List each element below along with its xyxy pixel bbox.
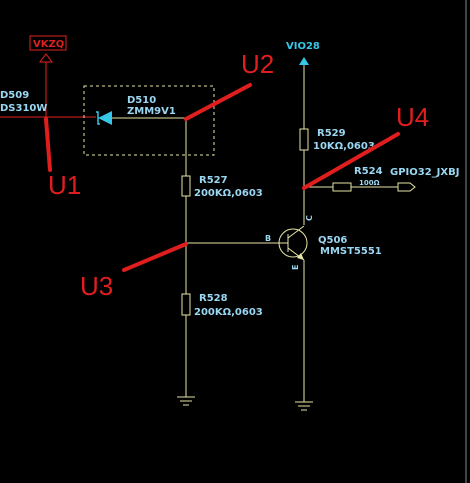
r527-body	[181, 175, 191, 197]
vkzq-power-port[interactable]: VKZQ	[29, 35, 67, 117]
r524-body	[332, 182, 352, 192]
diode-d509[interactable]: D509 DS310W	[0, 90, 47, 114]
annotation-u1-label: U1	[48, 170, 81, 200]
r529-ref: R529	[317, 128, 346, 139]
d510-value: ZMM9V1	[127, 106, 176, 117]
r527-ref: R527	[199, 175, 228, 186]
annotation-u3-label: U3	[80, 271, 113, 301]
annotation-u1: U1	[44, 117, 81, 200]
r524-ref: R524	[354, 166, 383, 177]
gpio-port-icon	[397, 182, 416, 192]
resistor-r529[interactable]: R529 10KΩ,0603	[299, 128, 375, 152]
gpio-label: GPIO32_JXBJ	[390, 167, 459, 178]
vkzq-label-box	[29, 35, 67, 51]
r528-body	[181, 293, 191, 316]
annotation-u4: U4	[302, 102, 429, 190]
annotation-u4-label: U4	[396, 102, 429, 132]
annotation-u3: U3	[80, 242, 188, 301]
r528-value: 200KΩ,0603	[194, 307, 263, 318]
d510-ref: D510	[127, 95, 156, 106]
r527-value: 200KΩ,0603	[194, 188, 263, 199]
r524-value: 100Ω	[359, 179, 380, 187]
resistor-r527[interactable]: R527 200KΩ,0603	[181, 175, 263, 199]
diode-d510[interactable]: D510 ZMM9V1	[83, 85, 215, 156]
vkzq-label: VKZQ	[33, 39, 64, 50]
q506-emitter-arrow-icon	[297, 253, 304, 260]
q506-pin-c: C	[305, 215, 314, 221]
transistor-q506[interactable]: B C E Q506 MMST5551	[265, 215, 382, 270]
gpio-output-port[interactable]: GPIO32_JXBJ	[390, 167, 459, 192]
q506-body-icon	[278, 228, 308, 258]
d509-value: DS310W	[0, 103, 47, 114]
vio28-label: VIO28	[286, 41, 320, 52]
r528-ref: R528	[199, 293, 228, 304]
zener-diode-icon	[98, 111, 112, 125]
vkzq-arrow-icon	[39, 53, 53, 63]
ground-right-icon	[295, 401, 313, 411]
annotation-u2: U2	[184, 49, 274, 121]
vio28-power-port[interactable]: VIO28	[286, 41, 320, 129]
d510-dashed-box	[83, 85, 215, 156]
ground-left-icon	[177, 396, 195, 406]
r529-value: 10KΩ,0603	[313, 141, 375, 152]
vio28-arrow-icon	[299, 57, 309, 65]
annotation-u2-label: U2	[241, 49, 274, 79]
q506-pin-b: B	[265, 234, 271, 243]
r529-body	[299, 128, 309, 151]
q506-value: MMST5551	[320, 246, 382, 257]
d509-ref: D509	[0, 90, 29, 101]
resistor-r528[interactable]: R528 200KΩ,0603	[181, 293, 263, 318]
q506-ref: Q506	[318, 235, 347, 246]
q506-pin-e: E	[291, 265, 300, 270]
